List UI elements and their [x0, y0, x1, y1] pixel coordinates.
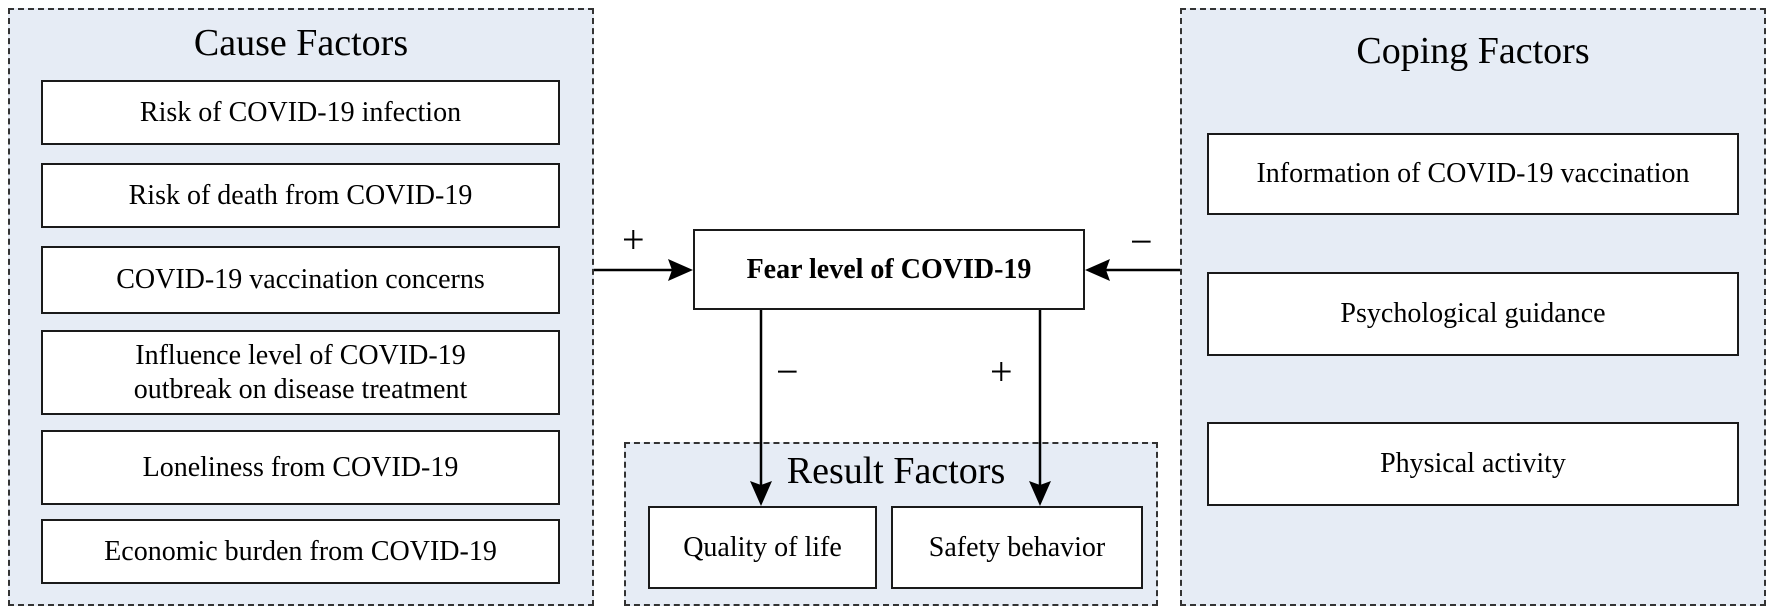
cause-item-economic-burden: Economic burden from COVID-19 [41, 519, 560, 584]
cause-item-treatment-influence: Influence level of COVID-19 outbreak on … [41, 330, 560, 415]
result-factors-title: Result Factors [786, 450, 1006, 492]
coping-to-fear-arrowhead [1085, 259, 1110, 281]
cause-item-loneliness: Loneliness from COVID-19 [41, 430, 560, 505]
fear-to-quality-arrowhead [750, 481, 772, 506]
result-item-quality-of-life: Quality of life [648, 506, 877, 589]
result-item-safety-behavior: Safety behavior [891, 506, 1143, 589]
cause-factors-title: Cause Factors [193, 22, 409, 64]
cause-to-fear-sign: + [622, 217, 645, 262]
coping-item-vaccination-info: Information of COVID-19 vaccination [1207, 133, 1739, 215]
coping-item-psychological-guidance: Psychological guidance [1207, 272, 1739, 356]
fear-level-node: Fear level of COVID-19 [693, 229, 1085, 310]
coping-to-fear-sign: − [1130, 219, 1153, 264]
fear-to-safety-arrowhead [1029, 481, 1051, 506]
fear-to-quality-sign: − [776, 349, 799, 394]
coping-factors-title: Coping Factors [1356, 30, 1590, 72]
fear-to-safety-sign: + [990, 349, 1013, 394]
coping-item-physical-activity: Physical activity [1207, 422, 1739, 506]
cause-item-infection-risk: Risk of COVID-19 infection [41, 80, 560, 145]
cause-to-fear-arrowhead [668, 259, 693, 281]
cause-item-vaccination-concerns: COVID-19 vaccination concerns [41, 246, 560, 314]
cause-item-death-risk: Risk of death from COVID-19 [41, 163, 560, 228]
